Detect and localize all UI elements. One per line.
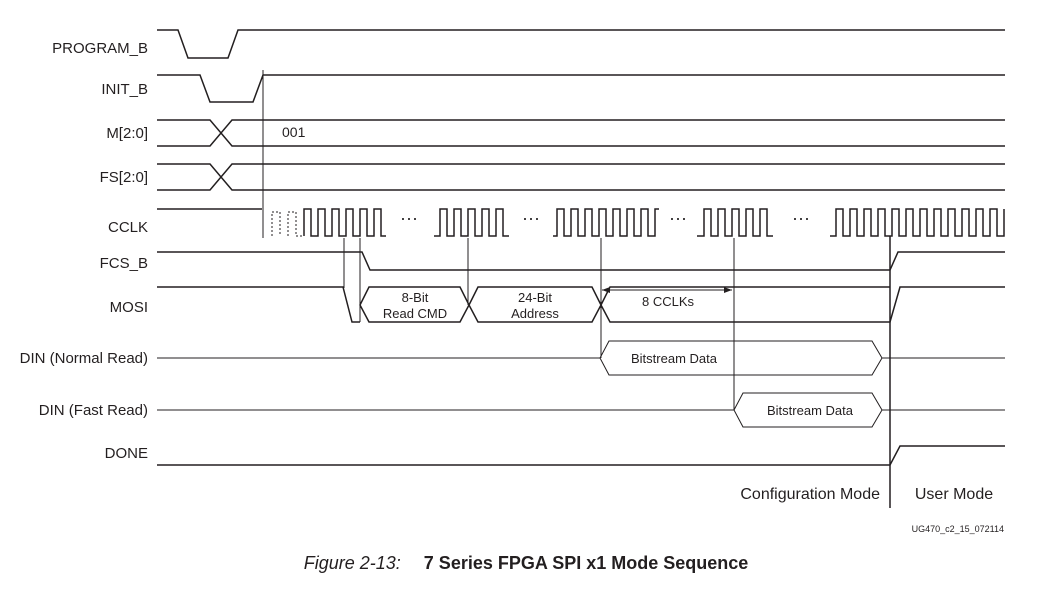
waveform-mosi: [157, 286, 1005, 323]
read-cmd-box-line1: 8-Bit: [402, 290, 429, 305]
address-box-line1: 24-Bit: [518, 290, 552, 305]
dummy-clocks-label: 8 CCLKs: [642, 294, 695, 309]
waveform-fs-bus: [157, 163, 1005, 191]
cclk-gap-ellipsis-1: ···: [400, 208, 418, 228]
waveform-program-b: [157, 29, 1005, 59]
cclk-gap-ellipsis-4: ···: [792, 208, 810, 228]
waveform-fcs-b: [157, 251, 1005, 271]
signal-label-init-b: INIT_B: [101, 81, 148, 98]
signal-label-program-b: PROGRAM_B: [52, 40, 148, 57]
user-mode-label: User Mode: [915, 486, 993, 503]
signal-label-mosi: MOSI: [110, 299, 148, 316]
signal-label-din-normal: DIN (Normal Read): [20, 350, 148, 367]
waveform-init-b: [157, 74, 1005, 103]
waveform-done: [157, 445, 1005, 466]
signal-label-m: M[2:0]: [106, 125, 148, 142]
waveform-din-fast: [157, 392, 1005, 428]
signal-label-fcs-b: FCS_B: [100, 255, 148, 272]
cclk-gap-ellipsis-3: ···: [669, 208, 687, 228]
cclk-gap-ellipsis-2: ···: [522, 208, 540, 228]
m-value-label: 001: [282, 124, 306, 140]
timing-diagram: PROGRAM_B INIT_B M[2:0] FS[2:0] CCLK FCS…: [20, 29, 1005, 534]
waveform-din-normal: [157, 340, 1005, 376]
signal-label-fs: FS[2:0]: [100, 169, 148, 186]
signal-label-din-fast: DIN (Fast Read): [39, 402, 148, 419]
figure-title: 7 Series FPGA SPI x1 Mode Sequence: [423, 553, 749, 573]
signal-label-done: DONE: [105, 445, 148, 462]
figure-number: Figure 2-13:: [303, 553, 401, 573]
figure-caption: Figure 2-13: 7 Series FPGA SPI x1 Mode S…: [0, 553, 1052, 574]
bitstream-normal-label: Bitstream Data: [631, 351, 718, 366]
bitstream-fast-label: Bitstream Data: [767, 403, 854, 418]
waveform-m-bus: [157, 119, 1005, 147]
read-cmd-box-line2: Read CMD: [383, 306, 447, 321]
signal-label-cclk: CCLK: [108, 219, 148, 236]
configuration-mode-label: Configuration Mode: [740, 486, 880, 503]
dummy-clocks-arrow: [602, 287, 732, 293]
waveform-cclk: [157, 208, 1005, 237]
timing-reference-lines: [262, 70, 735, 410]
figure-reference-id: UG470_c2_15_072114: [912, 524, 1004, 534]
address-box-line2: Address: [511, 306, 559, 321]
